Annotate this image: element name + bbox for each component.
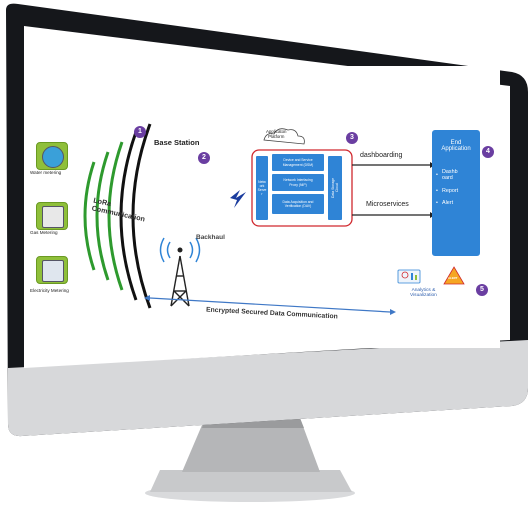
dsm-box: Device and Service Management (DSM) (272, 154, 324, 171)
platform-frame (251, 149, 353, 227)
diagram-graphics (83, 123, 465, 315)
backhaul-label: Backhaul (196, 234, 225, 241)
analytics-label: Analytics & Visualization (410, 288, 437, 299)
step-4-badge: 4 (482, 146, 494, 158)
end-application-title: End Application (441, 140, 471, 153)
electricity-meter-label: Electricity Metering (30, 288, 69, 293)
base-station-tower (170, 255, 190, 307)
end-application-box: End Application Dashb oard • Report • Al… (432, 130, 480, 256)
stand-neck (182, 418, 320, 472)
encrypted-arrow (149, 297, 391, 313)
tower-signal-icon (159, 237, 201, 263)
nip-box: Network Interfacing Proxy (NIP) (272, 174, 324, 191)
bullet-icon: • (436, 200, 438, 206)
end-app-item-report: Report (442, 188, 459, 194)
alert-icon (443, 266, 465, 285)
platform-cloud-icon (263, 128, 305, 145)
analytics-icon (397, 269, 421, 284)
backhaul-lightning-icon (230, 190, 246, 208)
step-2-badge: 2 (198, 152, 210, 164)
platform-title: Applicaton Platform (266, 129, 287, 139)
step-5-badge: 5 (476, 284, 488, 296)
water-meter-label: Water metering (30, 170, 62, 175)
monitor-chin (8, 340, 528, 437)
diagram-screen: Water metering Gas Metering Electricity … (30, 66, 500, 348)
data-storage-cloud-label: Data Storage Cloud (330, 178, 339, 198)
base-station-label: Base Station (154, 138, 200, 147)
dav-box: Data Acquisition and Verification (DAV) (272, 194, 324, 214)
lora-waves (83, 141, 124, 291)
data-storage-cloud-box: Data Storage Cloud (328, 156, 342, 220)
microservices-label: Microservices (366, 201, 409, 208)
step-1-badge: 1 (134, 126, 146, 138)
gas-meter-icon (36, 202, 68, 230)
alert-badge-label: ALERT (448, 276, 458, 280)
bullet-icon: • (436, 172, 438, 178)
dashboarding-label: dashboarding (360, 152, 403, 159)
gas-meter-label: Gas Metering (30, 230, 58, 235)
end-app-item-dashboard: Dashb oard (442, 169, 458, 181)
step-3-badge: 3 (346, 132, 358, 144)
end-app-item-alert: Alert (442, 200, 454, 206)
network-server-box: Netw ork Serve r (256, 156, 268, 220)
bullet-icon: • (436, 188, 438, 194)
lora-waves-dark (119, 123, 152, 309)
stand-base (150, 470, 352, 492)
electricity-meter-icon (36, 256, 68, 284)
water-meter-icon (36, 142, 68, 170)
